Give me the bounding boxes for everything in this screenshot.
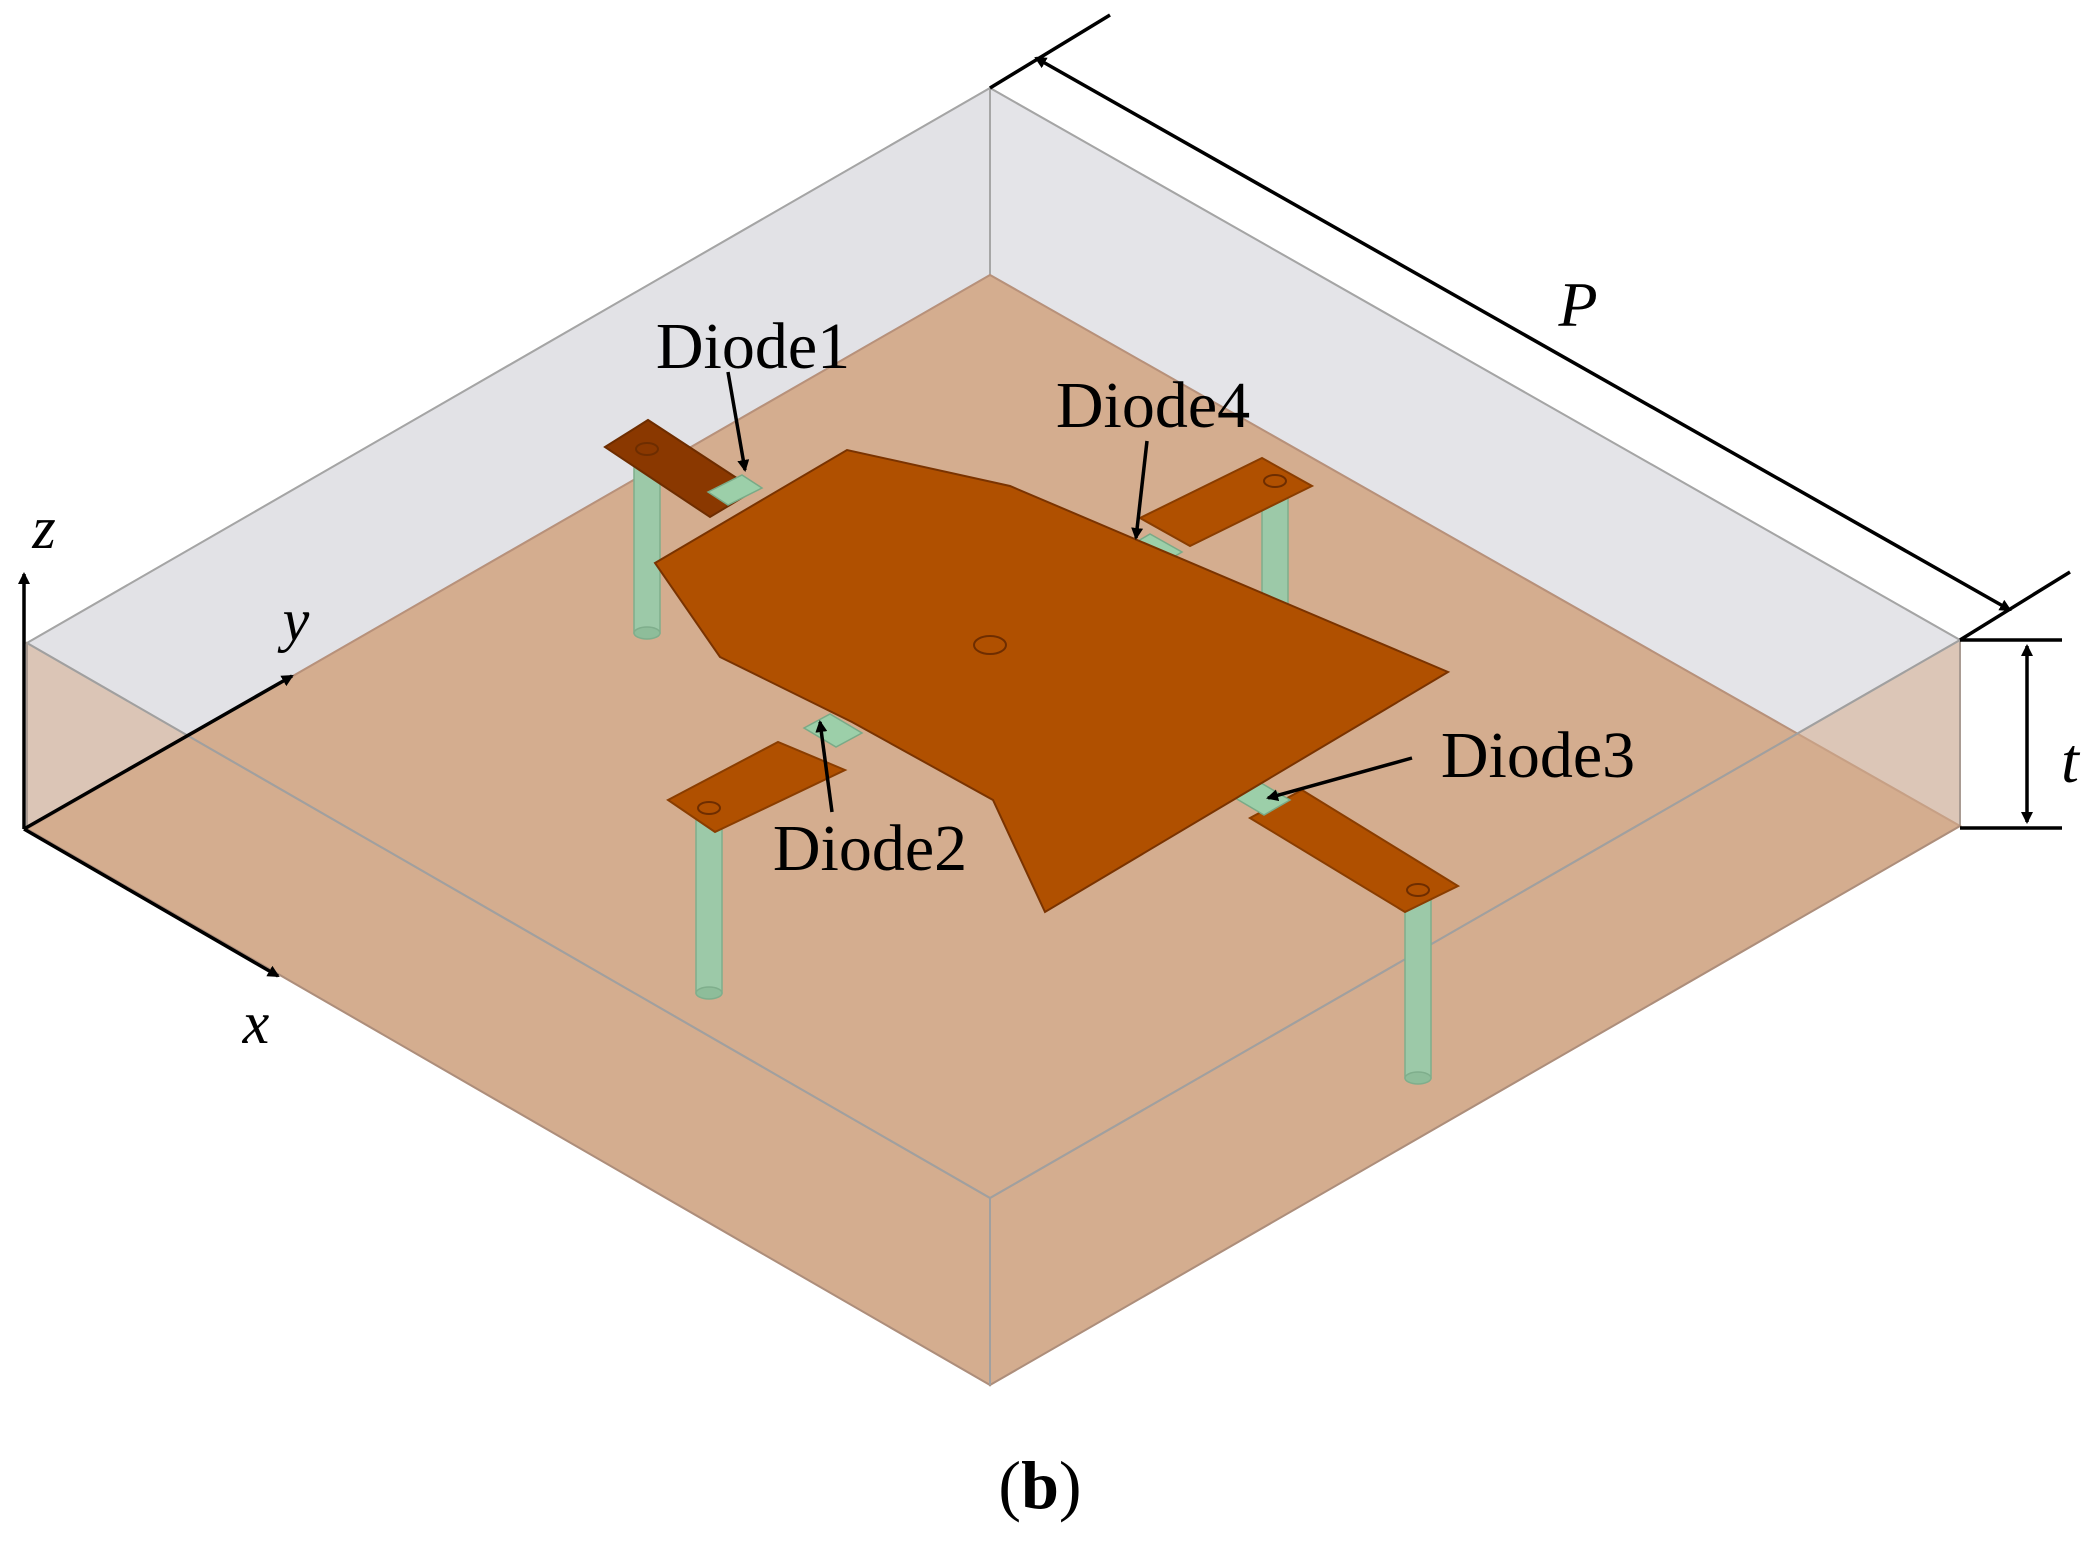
stub-1-via-pad (635, 442, 659, 456)
dimension-t (1960, 638, 2062, 830)
label-diode4: Diode4 (1056, 369, 1250, 442)
label-diode2: Diode2 (773, 812, 967, 885)
label-axis-x: x (242, 990, 270, 1056)
via-3 (1404, 895, 1432, 1085)
label-diode3: Diode3 (1441, 719, 1635, 792)
axes (18, 572, 294, 978)
diode4-leader (1131, 440, 1149, 540)
diode-1 (706, 474, 764, 506)
dimension-p (989, 13, 2071, 642)
figure-caption: (b) (998, 1447, 1081, 1523)
caption-open: ( (998, 1447, 1021, 1523)
via-2 (695, 814, 723, 1000)
label-axis-y: y (277, 587, 310, 653)
stub-3-via-pad (1406, 883, 1430, 897)
label-axis-z: z (31, 495, 55, 561)
caption-close: ) (1059, 1447, 1082, 1523)
diode2-leader (815, 720, 834, 813)
label-diode1: Diode1 (656, 310, 850, 383)
patch-center-via-pad (973, 635, 1007, 655)
diode3-leader (1266, 756, 1413, 802)
via-1 (633, 457, 661, 640)
diode1-leader (726, 371, 750, 472)
main-patch (653, 448, 1451, 914)
stub-2-via-pad (697, 801, 721, 815)
caption-letter: b (1021, 1447, 1059, 1523)
substrate-top-front-right-edge (989, 639, 1961, 1199)
label-period: P (1557, 269, 1597, 340)
stub-2 (666, 740, 848, 834)
label-thickness: t (2061, 725, 2081, 796)
